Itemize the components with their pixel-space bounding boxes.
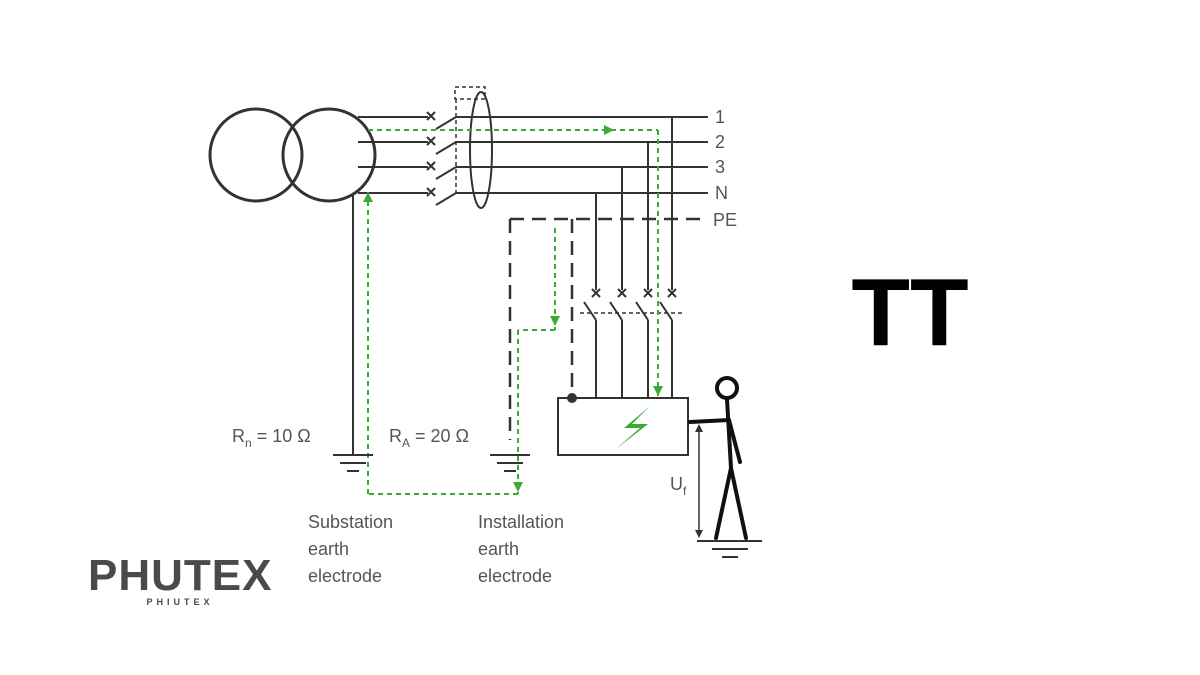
fault-lightning-icon bbox=[616, 406, 650, 449]
pe-conductor bbox=[508, 217, 708, 440]
transformer-symbol bbox=[208, 107, 377, 203]
conductor-label-n: N bbox=[715, 183, 728, 203]
conductor-label-pe: PE bbox=[713, 210, 737, 230]
person-ground-icon bbox=[697, 540, 762, 558]
supply-conductors bbox=[358, 116, 708, 206]
pe-connection-dot bbox=[567, 393, 577, 403]
load-enclosure bbox=[557, 397, 689, 456]
fault-current-path bbox=[367, 129, 659, 495]
conductor-label-2: 2 bbox=[715, 132, 725, 152]
fault-path-arrows bbox=[363, 125, 663, 492]
conductor-label-1: 1 bbox=[715, 107, 725, 127]
main-switch-contacts bbox=[426, 111, 436, 197]
load-breaker-contacts bbox=[591, 288, 677, 298]
touch-voltage-label: Uf bbox=[670, 474, 687, 498]
current-transformer-ring bbox=[469, 91, 493, 209]
conductor-label-3: 3 bbox=[715, 157, 725, 177]
switch-mechanical-link bbox=[454, 86, 486, 100]
system-title: TT bbox=[851, 259, 968, 366]
brand-logo: PHUTEX bbox=[88, 551, 272, 600]
substation-resistance-label: Rn = 10 Ω bbox=[232, 426, 311, 450]
load-feeders bbox=[583, 117, 673, 398]
installation-ground-icon bbox=[490, 454, 530, 472]
brand-logo-tagline: PHIUTEX bbox=[146, 597, 213, 607]
person-figure bbox=[688, 376, 748, 540]
touch-voltage-arrow bbox=[695, 424, 703, 538]
substation-ground-icon bbox=[333, 454, 373, 472]
installation-resistance-label: RA = 20 Ω bbox=[389, 426, 469, 450]
